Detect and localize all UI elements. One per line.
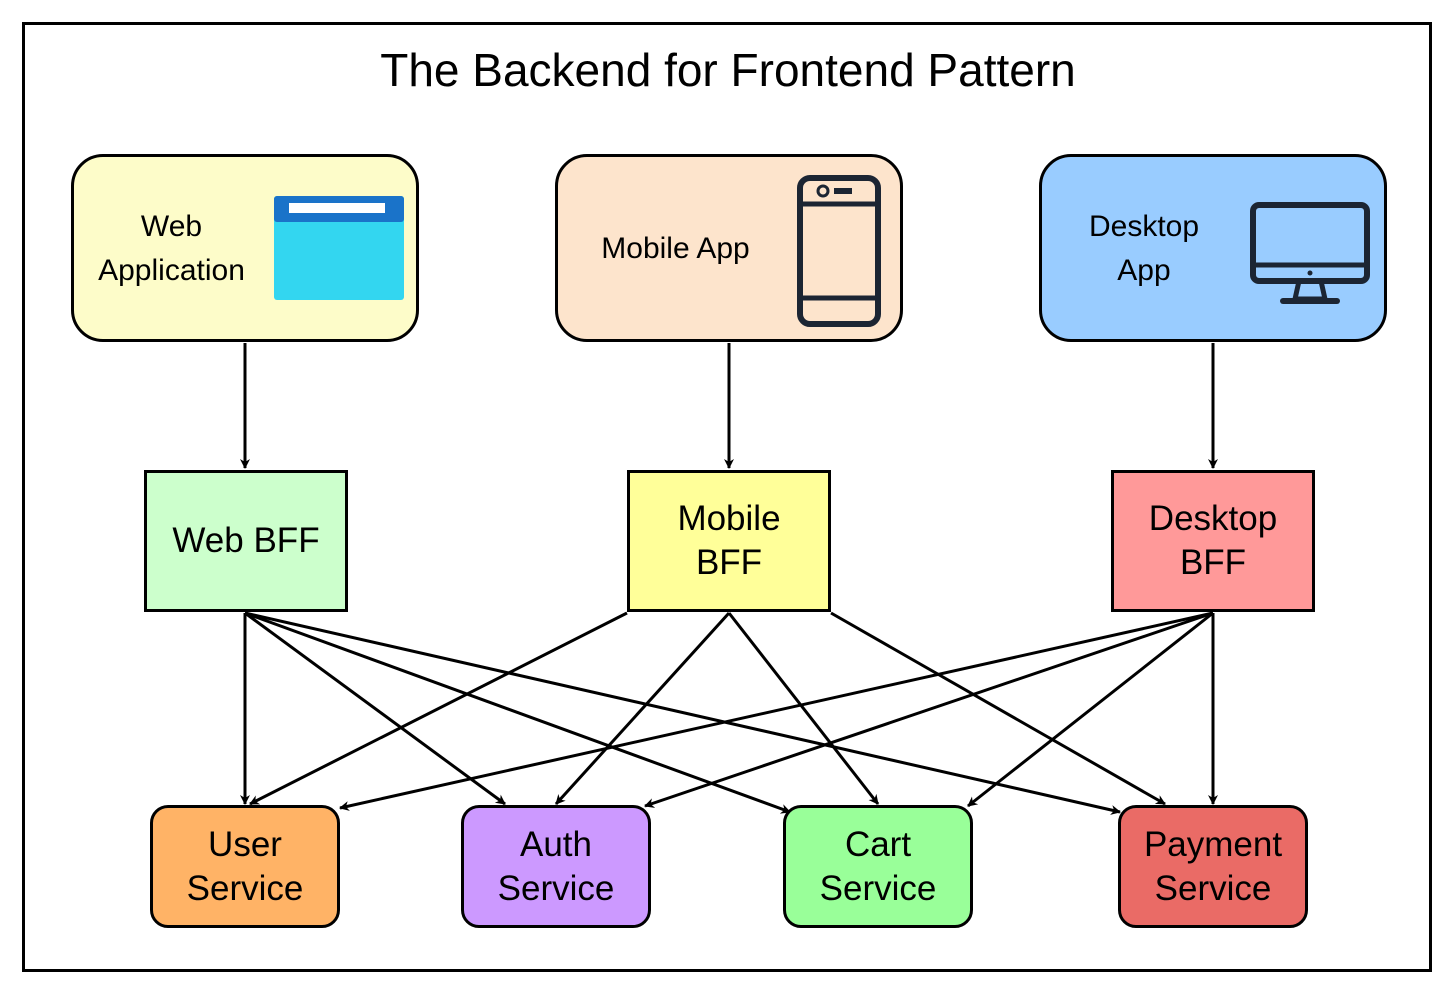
mobile-bff-node: Mobile BFF: [627, 470, 831, 612]
mobile-bff-label: Mobile BFF: [677, 499, 781, 582]
edge-mobile-bff-to-user: [249, 611, 628, 806]
edge-mobile-bff-to-cart: [727, 612, 880, 805]
edge-desktop-bff-to-auth: [644, 611, 1214, 808]
diagram-title: The Backend for Frontend Pattern: [380, 44, 1076, 96]
web-bff-node: Web BFF: [144, 470, 348, 612]
auth-service-label: Auth Service: [497, 824, 615, 908]
desktop-bff-node: Desktop BFF: [1111, 470, 1315, 612]
user-service-label: User Service: [186, 824, 304, 908]
edge-mobile-bff-to-payment: [830, 611, 1166, 806]
smartphone-speaker: [834, 188, 852, 194]
cart-service-node: Cart Service: [783, 805, 973, 928]
web-bff-label: Web BFF: [172, 521, 320, 560]
web-application-node: Web Application: [71, 154, 419, 342]
auth-service-node: Auth Service: [461, 805, 651, 928]
desktop-monitor-icon: [1250, 202, 1370, 304]
payment-service-node: Payment Service: [1118, 805, 1308, 928]
edge-desktop-bff-to-user: [339, 611, 1214, 811]
web-application-label: Web Application: [98, 210, 245, 287]
edge-web-bff-to-auth: [244, 611, 506, 806]
user-service-node: User Service: [150, 805, 340, 928]
edge-web-bff-to-cart: [244, 611, 791, 814]
smartphone-outline: [797, 175, 881, 327]
smartphone-camera: [816, 184, 830, 198]
desktop-app-label: Desktop App: [1088, 210, 1200, 287]
mobile-app-node: Mobile App: [555, 154, 903, 342]
cart-service-label: Cart Service: [819, 824, 937, 908]
monitor-power-dot: [1307, 270, 1313, 276]
monitor-screen: [1250, 202, 1370, 284]
edge-desktop-bff-to-cart: [967, 611, 1214, 808]
mobile-app-label: Mobile App: [601, 232, 750, 265]
desktop-bff-label: Desktop BFF: [1148, 499, 1278, 582]
desktop-app-node: Desktop App: [1039, 154, 1387, 342]
edge-mobile-bff-to-auth: [554, 611, 731, 806]
browser-window-address-bar: [289, 203, 385, 213]
smartphone-icon: [797, 175, 881, 327]
browser-window-icon: [274, 196, 404, 300]
payment-service-label: Payment Service: [1143, 824, 1283, 908]
edge-web-bff-to-payment: [244, 611, 1121, 815]
